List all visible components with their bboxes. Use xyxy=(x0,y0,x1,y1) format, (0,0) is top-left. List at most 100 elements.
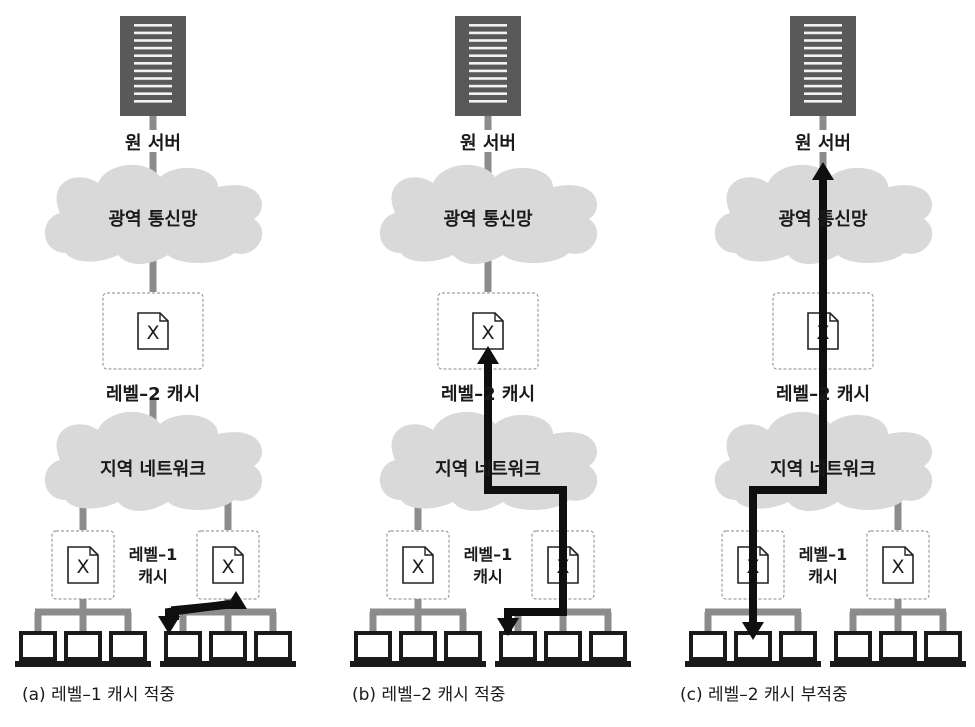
computer-keyboard xyxy=(495,661,541,667)
l2-cache-label: 레벨–2 캐시 xyxy=(440,384,536,405)
computer-keyboard xyxy=(350,661,396,667)
document-fold xyxy=(159,313,168,322)
server-slot xyxy=(469,77,507,80)
request-arrow-head xyxy=(812,162,834,180)
computer-icon xyxy=(499,631,537,661)
computer-keyboard xyxy=(250,661,296,667)
server-slot xyxy=(804,31,842,35)
computer-icon xyxy=(924,631,962,661)
response-arrow-head xyxy=(158,616,180,634)
lan-label: 지역 네트워크 xyxy=(770,459,876,480)
lan-cloud xyxy=(44,411,263,511)
document-x-label: X xyxy=(76,556,89,578)
l1-cache-label: 레벨–1 캐시 xyxy=(463,545,513,586)
computer-keyboard xyxy=(540,661,586,667)
computer-keyboard xyxy=(585,661,631,667)
server-slot xyxy=(134,39,172,42)
document-x-label: X xyxy=(146,322,159,344)
origin-server-label: 원 서버 xyxy=(125,133,181,154)
wan-label: 광역 통신망 xyxy=(778,209,868,230)
computer-icon xyxy=(399,631,437,661)
server-slot xyxy=(469,84,507,88)
request-arrow xyxy=(484,352,567,632)
computer-icon xyxy=(64,631,102,661)
server-slot xyxy=(804,54,842,57)
response-arrow-head xyxy=(742,622,764,640)
caption-b: (b) 레벨–2 캐시 적중 xyxy=(352,685,506,705)
computer-icon xyxy=(879,631,917,661)
server-slot xyxy=(134,31,172,35)
document-fold xyxy=(759,547,768,556)
computer-icon xyxy=(354,631,392,661)
server-slot xyxy=(804,100,842,103)
computer-keyboard xyxy=(920,661,966,667)
server-slot xyxy=(804,77,842,80)
computer-icon xyxy=(254,631,292,661)
origin-server-label: 원 서버 xyxy=(795,133,851,154)
server-slot xyxy=(469,39,507,42)
computer-keyboard xyxy=(160,661,206,667)
server-slot xyxy=(469,54,507,57)
server-slot xyxy=(469,92,507,95)
server-slot xyxy=(469,46,507,50)
document-fold xyxy=(424,547,433,556)
document-x-label: X xyxy=(481,322,494,344)
l2-cache-label: 레벨–2 캐시 xyxy=(775,384,871,405)
caption-a: (a) 레벨–1 캐시 적중 xyxy=(22,685,176,705)
server-slot xyxy=(134,69,172,73)
computer-icon xyxy=(834,631,872,661)
document-fold xyxy=(569,547,578,556)
computer-icon xyxy=(444,631,482,661)
caption-c: (c) 레벨–2 캐시 부적중 xyxy=(680,685,848,705)
server-slot xyxy=(134,62,172,65)
document-icon xyxy=(137,312,169,350)
request-arrow-head xyxy=(225,591,247,609)
computer-keyboard xyxy=(875,661,921,667)
l1-cache-label: 레벨–1 캐시 xyxy=(798,545,848,586)
server-slot xyxy=(134,77,172,80)
server-slot xyxy=(134,100,172,103)
document-fold xyxy=(829,313,838,322)
response-arrow-head xyxy=(497,618,519,636)
computer-keyboard xyxy=(60,661,106,667)
document-icon xyxy=(67,546,99,584)
document-icon xyxy=(472,312,504,350)
origin-server-label: 원 서버 xyxy=(460,133,516,154)
document-x-label: X xyxy=(411,556,424,578)
wan-label: 광역 통신망 xyxy=(443,209,533,230)
computer-keyboard xyxy=(15,661,61,667)
document-x-label: X xyxy=(221,556,234,578)
server-slot xyxy=(134,92,172,95)
wan-cloud xyxy=(44,164,263,264)
panel-a: X X X xyxy=(15,16,296,667)
server-slot xyxy=(804,69,842,73)
server-slot xyxy=(804,92,842,95)
computer-keyboard xyxy=(775,661,821,667)
lan-label: 지역 네트워크 xyxy=(435,459,541,480)
computer-icon xyxy=(689,631,727,661)
server-slot xyxy=(134,54,172,57)
computer-keyboard xyxy=(205,661,251,667)
server-slot xyxy=(469,62,507,65)
document-icon xyxy=(402,546,434,584)
document-icon xyxy=(882,546,914,584)
l1-cache-label: 레벨–1 캐시 xyxy=(128,545,178,586)
document-x-label: X xyxy=(891,556,904,578)
computer-keyboard xyxy=(730,661,776,667)
server-slot xyxy=(804,39,842,42)
computer-icon xyxy=(589,631,627,661)
computer-icon xyxy=(164,631,202,661)
server-slot xyxy=(804,46,842,50)
computer-icon xyxy=(544,631,582,661)
computer-keyboard xyxy=(685,661,731,667)
computer-keyboard xyxy=(395,661,441,667)
lan-label: 지역 네트워크 xyxy=(100,459,206,480)
server-slot xyxy=(804,62,842,65)
wan-cloud xyxy=(379,164,598,264)
server-slot xyxy=(469,69,507,73)
server-slot xyxy=(469,100,507,103)
computer-keyboard xyxy=(830,661,876,667)
computer-icon xyxy=(19,631,57,661)
